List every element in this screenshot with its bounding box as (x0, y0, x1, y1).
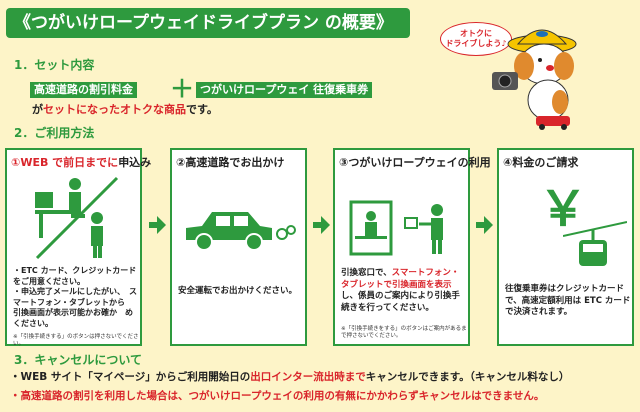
section-3-heading: 3．キャンセルについて (14, 353, 142, 367)
cancel-policy-line-1: ・WEB サイト「マイページ」からご利用開始日の出口インター流出時までキャンセル… (10, 369, 569, 384)
step-1-note: ※「引換手続きする」のボタンは押さないでください。 (13, 334, 139, 347)
desc-suffix: です。 (186, 103, 218, 116)
arrow-right-icon (149, 216, 166, 234)
yen-icon: ￥ (539, 181, 588, 237)
cancel-policy-line-2: ・高速道路の割引を利用した場合は、つがいけロープウェイの利用の有無にかかわらずキ… (10, 390, 545, 402)
cancel-line-1-post: キャンセルできます。（キャンセル料なし） (365, 371, 570, 383)
set-item-ropeway-ticket: つがいけロープウェイ 往復乗車券 (196, 82, 373, 98)
step-1-body: ・ETC カード、クレジットカード をご用意ください。 ・申込完了メールにしたが… (13, 266, 137, 328)
step-2-panel: ②高速道路でお出かけ 安全運転でお出かけください。 (170, 148, 307, 346)
car-icon (186, 212, 296, 251)
step-3-body-post: し、係員のご案内により引換手続きを行ってください。 (341, 291, 460, 313)
step-1-panel: ①WEB で前日までに申込み ・ETC カード、クレジットカード をご用意くださ… (5, 148, 151, 347)
mascot-illustration (492, 29, 577, 130)
plus-icon: ＋ (170, 75, 194, 103)
step-1-title-highlight: ①WEB で前日までに (11, 156, 119, 169)
step-3-body-highlight: スマートフォン・タブレットで引換画面を表示 (341, 268, 460, 290)
ropeway-gondola-icon (563, 221, 627, 266)
bubble-line-1: オトクに (460, 29, 492, 38)
section-1-heading: 1．セット内容 (14, 58, 95, 72)
set-description: がセットになったオトクな商品です。 (32, 101, 218, 117)
step-3-body-pre: 引換窓口で、 (341, 268, 392, 278)
arrow-right-icon (476, 216, 493, 234)
step-1-title: ①WEB で前日までに申込み (11, 154, 151, 170)
cancel-line-1-highlight: 出口インター流出時まで (250, 371, 366, 383)
arrow-right-icon (313, 216, 330, 234)
step-2-body: 安全運転でお出かけください。 (178, 286, 298, 296)
step-2-title: ②高速道路でお出かけ (176, 156, 285, 169)
cancel-line-1-pre: ・WEB サイト「マイページ」からご利用開始日の (10, 371, 251, 383)
step-4-panel: ④料金のご請求 ￥ 往復乗車券はクレジットカードで、高速定額利用は ETC カー… (497, 148, 634, 346)
step-4-title: ④料金のご請求 (503, 156, 579, 169)
mascot-speech-bubble: オトクに ドライブしよう♪ (440, 22, 512, 56)
desc-prefix: が (32, 103, 43, 116)
section-2-heading: 2．ご利用方法 (14, 126, 95, 140)
page-title: 《つがいけロープウェイドライブプラン の概要》 (6, 8, 410, 38)
person-at-computer-icon (35, 176, 119, 260)
step-3-note: ※「引換手続きをする」のボタンはご案内があるまで押さないでください。 (341, 326, 467, 339)
desc-highlight: セットになったオトクな商品 (43, 103, 186, 116)
bubble-line-2: ドライブしよう♪ (445, 39, 507, 48)
step-4-body: 往復乗車券はクレジットカードで、高速定額利用は ETC カードで決済されます。 (505, 284, 631, 317)
ticket-window-icon (349, 200, 443, 256)
set-item-highway-discount: 高速道路の割引料金 (30, 82, 137, 98)
step-3-body: 引換窓口で、スマートフォン・タブレットで引換画面を表示し、係員のご案内により引換… (341, 268, 467, 314)
step-3-panel: ③つがいけロープウェイの利用 引換窓口で、スマートフォン・タブレットで引換画面を… (333, 148, 491, 346)
step-1-title-text: 申込み (118, 156, 152, 169)
step-3-title: ③つがいけロープウェイの利用 (339, 156, 491, 169)
